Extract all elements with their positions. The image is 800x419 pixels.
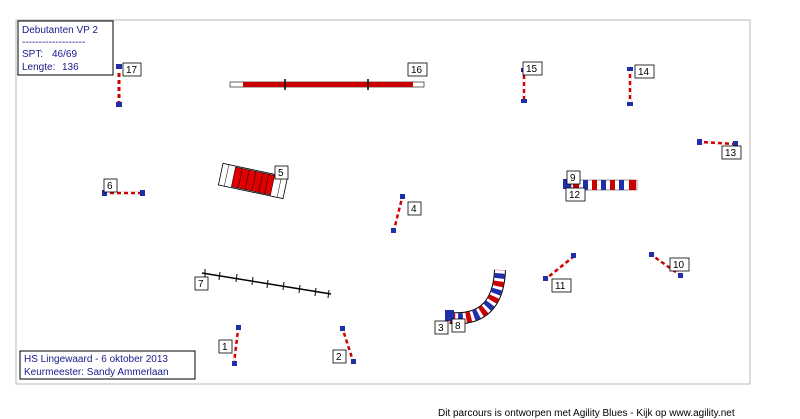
jump-14 [627,67,633,106]
label-17: 17 [122,62,142,77]
label-1-text: 1 [222,342,228,353]
label-8-text: 8 [455,321,461,332]
label-14-text: 14 [638,67,650,78]
label-4-text: 4 [411,204,417,215]
tunnel-3-8 [445,269,506,325]
tunnel-5 [217,162,289,200]
label-15-text: 15 [526,64,538,75]
label-5-text: 5 [278,168,284,179]
label-17-text: 17 [126,65,138,76]
info-box: Debutanten VP 2 ------------------- SPT:… [17,20,114,76]
label-13: 13 [721,145,742,160]
jump-4 [391,194,405,233]
spt-value: 46/69 [52,49,77,60]
label-10: 10 [669,257,690,272]
length-value: 136 [62,62,79,73]
label-3-text: 3 [438,323,444,334]
label-2: 2 [332,349,347,364]
label-10-text: 10 [673,260,685,271]
label-3: 3 [434,320,449,335]
event-line-1: HS Lingewaard - 6 oktober 2013 [24,354,168,365]
footer-credit: Dit parcours is ontworpen met Agility Bl… [438,408,735,419]
jump-2 [340,326,356,364]
label-2-text: 2 [336,352,342,363]
jump-11 [543,253,576,281]
course-frame [15,19,751,385]
label-11-text: 11 [555,281,566,292]
course-title: Debutanten VP 2 [22,25,98,36]
label-12: 12 [565,187,586,202]
event-box: HS Lingewaard - 6 oktober 2013 Keurmeest… [19,350,196,380]
label-7-text: 7 [198,279,204,290]
jump-17 [116,64,122,107]
label-16-text: 16 [411,65,423,76]
label-14: 14 [634,64,655,79]
label-9-text: 9 [570,173,576,184]
label-16: 16 [407,62,428,77]
label-15: 15 [522,61,543,76]
walk-7 [201,269,332,299]
label-1: 1 [218,339,233,354]
dogwalk-16 [229,79,425,90]
label-5: 5 [274,165,289,180]
label-11: 11 [551,278,572,293]
label-6-text: 6 [107,181,113,192]
label-9: 9 [566,170,581,185]
label-6: 6 [103,178,118,193]
label-4: 4 [407,201,422,216]
jump-1 [232,325,241,366]
jump-13 [697,139,738,147]
label-7: 7 [194,276,209,291]
jump-10 [649,252,683,278]
label-13-text: 13 [725,148,737,159]
label-8: 8 [451,318,466,333]
info-divider: ------------------- [22,37,85,48]
length-label: Lengte: [22,62,55,73]
jump-6 [102,190,145,196]
event-line-2: Keurmeester: Sandy Ammerlaan [24,367,169,378]
spt-label: SPT: [22,49,43,60]
label-12-text: 12 [569,190,581,201]
